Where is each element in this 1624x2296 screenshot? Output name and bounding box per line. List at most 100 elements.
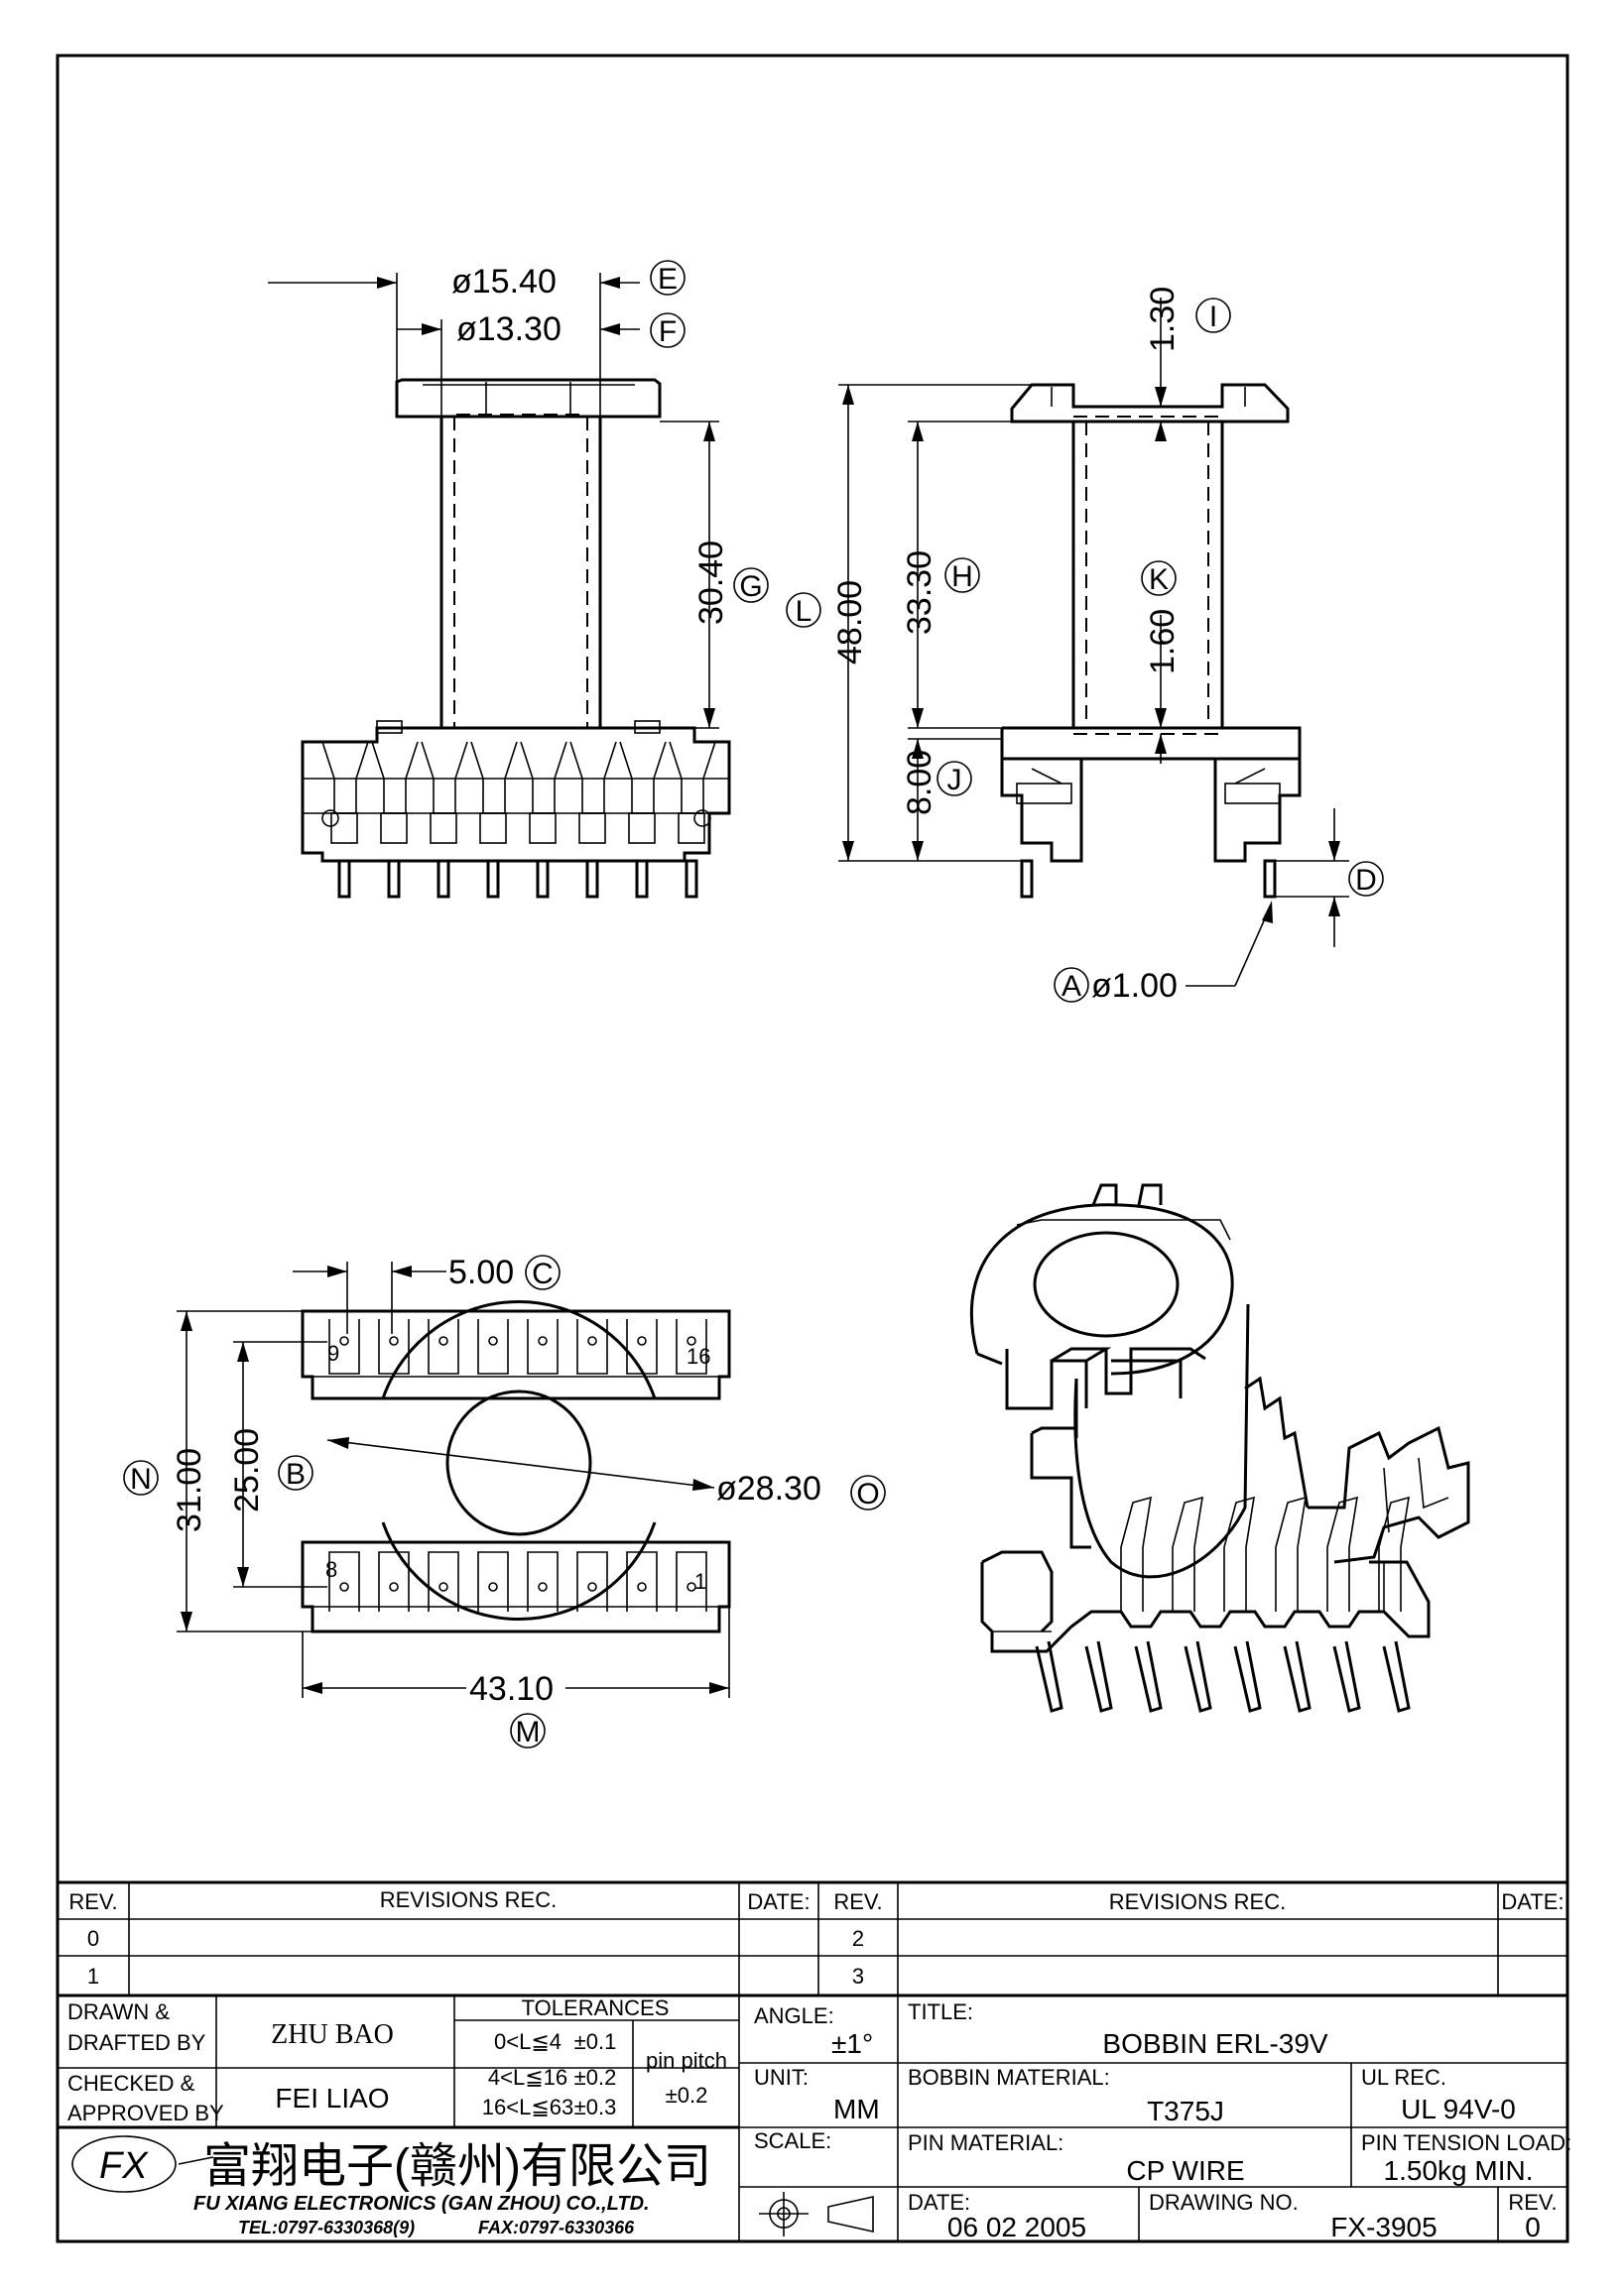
tolerance-range-3: 16<L≦63 <box>482 2095 573 2119</box>
front-pin-socket <box>479 812 507 844</box>
iso-pin <box>1382 1640 1411 1713</box>
front-pin-socket <box>578 812 606 844</box>
tolerance-range-2: 4<L≦16 <box>488 2065 567 2090</box>
front-slot <box>669 741 716 814</box>
rev-header-left: REV. <box>68 1889 117 1914</box>
pin-number-9: 9 <box>327 1341 339 1366</box>
front-pin-socket <box>430 812 457 844</box>
front-pin-socket <box>678 812 705 844</box>
bottom-top-pin-hole <box>488 1336 498 1346</box>
pin-number-8: 8 <box>325 1557 337 1582</box>
scale-label: SCALE: <box>754 2128 831 2153</box>
dimension-L-value: 48.00 <box>831 580 869 665</box>
bottom-bottom-slot <box>576 1551 608 1612</box>
bottom-bottom-pin-hole <box>687 1582 696 1592</box>
bubble-F: F <box>659 315 677 348</box>
checked-label-1: CHECKED & <box>67 2071 195 2096</box>
drawn-label-1: DRAWN & <box>67 1999 170 2024</box>
bottom-top-slot <box>527 1319 559 1375</box>
dimension-B: 25.00 B <box>228 1341 327 1588</box>
bobbin-material-label: BOBBIN MATERIAL: <box>908 2065 1110 2090</box>
dimension-M: 43.10 M <box>302 1607 730 1749</box>
dimension-F-value: ø13.30 <box>456 310 562 348</box>
bottom-top-pin-hole <box>438 1336 448 1346</box>
bottom-bottom-slot <box>428 1551 459 1612</box>
bottom-top-slot <box>626 1319 658 1375</box>
pin-number-16: 16 <box>687 1344 710 1369</box>
iso-slot <box>1172 1496 1203 1612</box>
bubble-I: I <box>1209 301 1217 333</box>
bottom-top-slot <box>477 1319 509 1375</box>
front-pin-socket <box>380 812 408 844</box>
iso-pin <box>1184 1640 1212 1713</box>
front-view <box>301 378 731 899</box>
bottom-top-pin-hole <box>538 1336 548 1346</box>
iso-pin <box>1134 1640 1163 1713</box>
angle-value: ±1° <box>831 2028 873 2059</box>
dimension-B-value: 25.00 <box>228 1428 266 1512</box>
unit-label: UNIT: <box>754 2065 809 2090</box>
front-pin <box>387 859 401 899</box>
dimension-K-value: 1.60 <box>1144 609 1182 674</box>
bottom-bottom-slot <box>378 1551 410 1612</box>
bubble-N: N <box>130 1463 152 1496</box>
title-value: BOBBIN ERL-39V <box>1102 2028 1328 2059</box>
dimension-M-value: 43.10 <box>469 1670 554 1708</box>
bubble-H: H <box>951 560 973 593</box>
bubble-A: A <box>1062 970 1081 1003</box>
dimension-H-value: 33.30 <box>901 550 938 635</box>
dimension-J-value: 8.00 <box>901 750 938 815</box>
dimension-N: 31.00 N <box>123 1310 312 1632</box>
rev-header-right: REV. <box>833 1889 882 1914</box>
dimension-J: 8.00 J <box>901 738 1002 861</box>
sheet-border <box>56 54 1569 2243</box>
drawn-label-2: DRAFTED BY <box>67 2030 206 2055</box>
bottom-top-pin-hole <box>637 1336 647 1346</box>
front-pin-socket <box>330 812 358 844</box>
front-corner-hole <box>321 809 339 827</box>
bottom-bottom-pin-hole <box>587 1582 597 1592</box>
company-name-en: FU XIANG ELECTRONICS (GAN ZHOU) CO.,LTD. <box>193 2193 650 2215</box>
front-pin-socket <box>529 812 557 844</box>
bottom-bottom-pin-hole <box>339 1582 349 1592</box>
date-label: DATE: <box>908 2190 970 2215</box>
bubble-B: B <box>286 1458 306 1491</box>
side-view <box>1000 383 1302 899</box>
front-slot <box>321 741 369 814</box>
front-pin <box>337 859 351 899</box>
bubble-J: J <box>947 764 962 796</box>
bottom-bottom-pin-hole <box>637 1582 647 1592</box>
rev-value: 0 <box>1525 2212 1541 2242</box>
bubble-G: G <box>739 570 762 603</box>
tolerance-value-3: ±0.3 <box>574 2095 617 2119</box>
iso-slot <box>1326 1496 1358 1612</box>
dimension-H: 33.30 H <box>901 421 1012 729</box>
title-label: TITLE: <box>908 1999 973 2024</box>
date-header-right: DATE: <box>1501 1889 1563 1914</box>
front-slot <box>371 741 419 814</box>
unit-value: MM <box>833 2094 880 2124</box>
dimension-O: ø28.30 O <box>326 1437 886 1511</box>
iso-pin <box>1283 1640 1312 1713</box>
bottom-top-pin-hole <box>339 1336 349 1346</box>
pin-material-value: CP WIRE <box>1126 2155 1244 2186</box>
drawn-by-value: ZHU BAO <box>271 2019 394 2050</box>
front-pin <box>685 859 698 899</box>
bottom-bottom-slot <box>676 1551 707 1612</box>
company-fax: FAX:0797-6330366 <box>478 2218 635 2237</box>
iso-pin <box>1233 1640 1262 1713</box>
bottom-bottom-slot <box>328 1551 360 1612</box>
iso-slot <box>1378 1496 1410 1612</box>
front-pin <box>585 859 599 899</box>
bubble-L: L <box>796 595 812 628</box>
bottom-top-slot <box>328 1319 360 1375</box>
drawing-no-label: DRAWING NO. <box>1149 2190 1299 2215</box>
dimension-G: 30.40 G <box>660 421 769 729</box>
front-pin <box>486 859 500 899</box>
pin-number-1: 1 <box>694 1569 706 1594</box>
bottom-top-slot <box>676 1319 707 1375</box>
iso-pin <box>1332 1640 1361 1713</box>
rev-row-0: 0 <box>87 1926 99 1951</box>
bottom-bottom-pin-hole <box>389 1582 399 1592</box>
iso-slot <box>1120 1496 1152 1612</box>
